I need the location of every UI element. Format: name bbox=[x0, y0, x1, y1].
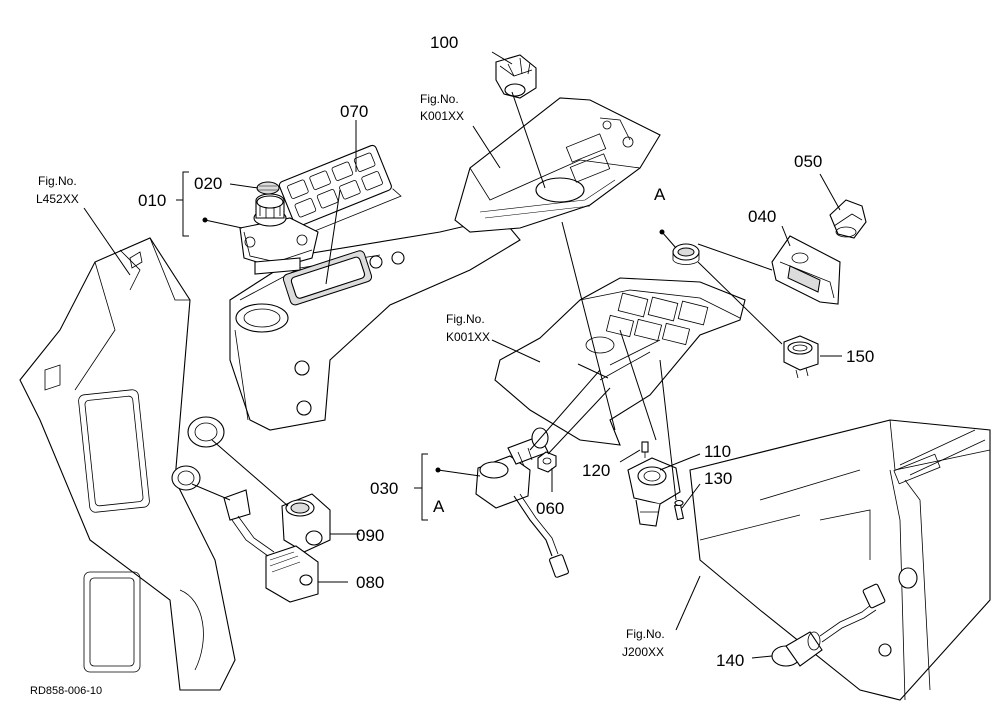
label-110: 110 bbox=[704, 442, 731, 461]
fig-ref-j200-prefix: Fig.No. bbox=[626, 627, 665, 641]
label-040: 040 bbox=[748, 207, 776, 226]
label-090: 090 bbox=[356, 526, 384, 545]
console-panel bbox=[229, 224, 521, 431]
part-labels: 100 070 020 010 050 040 150 110 120 130 … bbox=[138, 33, 874, 670]
part-150-switch bbox=[783, 335, 819, 379]
part-090-socket bbox=[281, 493, 331, 553]
fig-ref-l452-prefix: Fig.No. bbox=[38, 174, 77, 188]
label-130: 130 bbox=[704, 469, 732, 488]
floor-frame bbox=[689, 419, 991, 701]
fig-ref-k001-mid-prefix: Fig.No. bbox=[446, 312, 485, 326]
part-080-switch-harness bbox=[223, 489, 319, 603]
part-060-nut bbox=[537, 451, 557, 473]
fig-ref-j200-code: J200XX bbox=[622, 645, 664, 659]
part-ring-a bbox=[672, 243, 700, 265]
label-060: 060 bbox=[536, 499, 564, 518]
part-050-knob bbox=[829, 199, 867, 239]
part-110-socket bbox=[627, 457, 681, 527]
dash-panel bbox=[494, 277, 746, 446]
part-030-socket-harness bbox=[475, 427, 569, 578]
console-upper bbox=[454, 97, 661, 233]
label-010: 010 bbox=[138, 191, 166, 210]
label-020: 020 bbox=[194, 174, 222, 193]
label-070: 070 bbox=[340, 102, 368, 121]
label-080: 080 bbox=[356, 573, 384, 592]
part-070-switch-panel bbox=[278, 144, 402, 235]
fender-panel bbox=[19, 237, 236, 691]
label-030: 030 bbox=[370, 479, 398, 498]
view-marker-lower: A bbox=[433, 497, 445, 516]
part-040-cover bbox=[771, 235, 841, 305]
part-120-bolt bbox=[641, 441, 649, 458]
drawing-code: RD858-006-10 bbox=[30, 685, 102, 697]
leader-lines bbox=[83, 51, 842, 659]
part-130-screw bbox=[673, 499, 685, 521]
label-150: 150 bbox=[846, 347, 874, 366]
label-100: 100 bbox=[430, 33, 458, 52]
part-140-socket-harness bbox=[771, 583, 886, 667]
fig-ref-k001-mid-code: K001XX bbox=[446, 330, 490, 344]
view-marker-upper: A bbox=[654, 185, 666, 204]
fig-ref-k001-top-code: K001XX bbox=[420, 109, 464, 123]
part-100-knob bbox=[495, 54, 537, 99]
label-140: 140 bbox=[716, 651, 744, 670]
figure-references: Fig.No. K001XX Fig.No. L452XX Fig.No. K0… bbox=[36, 92, 665, 659]
part-010-joystick bbox=[239, 193, 319, 275]
fig-ref-k001-top-prefix: Fig.No. bbox=[420, 92, 459, 106]
label-050: 050 bbox=[794, 152, 822, 171]
part-020-cap bbox=[256, 181, 280, 195]
label-120: 120 bbox=[582, 461, 610, 480]
fig-ref-l452-code: L452XX bbox=[36, 192, 79, 206]
